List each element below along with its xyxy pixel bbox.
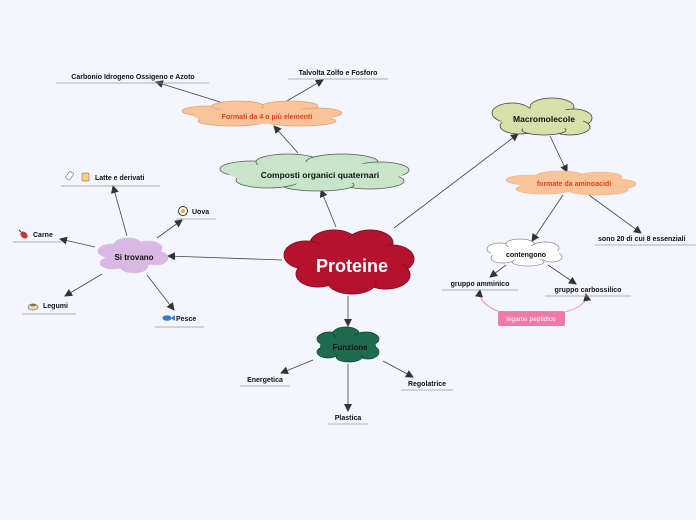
- formati-label: Formati da 4 o più elementi: [222, 114, 313, 121]
- connector-sitrovano-legumi: [64, 273, 103, 297]
- central-label: Proteine: [316, 256, 388, 276]
- funzione-label: Funzione: [332, 343, 368, 352]
- connector-formate-sono20: [588, 194, 642, 234]
- carbonio-label: Carbonio Idrogeno Ossigeno e Azoto: [71, 74, 194, 81]
- egg-icon: [178, 206, 188, 216]
- formati-node[interactable]: Formati da 4 o più elementi: [181, 100, 343, 127]
- fish-icon: [162, 315, 175, 321]
- connector-proteine-composti: [319, 189, 337, 228]
- carbossilico-node[interactable]: gruppo carbossilico: [545, 287, 631, 297]
- contengono-label: contengono: [506, 252, 546, 259]
- legame-node[interactable]: legame peptidico: [498, 311, 565, 326]
- amminico-node[interactable]: gruppo amminico: [442, 281, 518, 291]
- legumes-icon: [27, 303, 39, 311]
- connector-sitrovano-carne: [59, 236, 96, 248]
- talvolta-node[interactable]: Talvolta Zolfo e Fosforo: [288, 70, 388, 80]
- uova-label: Uova: [192, 209, 209, 216]
- connector-formati-talvolta: [284, 79, 324, 103]
- connector-legame-amminico: [475, 289, 501, 313]
- meat-icon: [18, 229, 28, 239]
- connector-formate-contengono: [531, 194, 564, 242]
- legumi-label: Legumi: [43, 303, 68, 310]
- formate-node[interactable]: formate da aminoacidi: [505, 170, 637, 196]
- plastica-label: Plastica: [335, 415, 362, 422]
- sitrovano-node[interactable]: Si trovano: [97, 237, 169, 274]
- composti-node[interactable]: Composti organici quaternari: [219, 153, 410, 192]
- legumi-node[interactable]: Legumi: [22, 303, 76, 315]
- connector-legame-carbossilico: [564, 293, 592, 313]
- amminico-label: gruppo amminico: [451, 281, 510, 288]
- pesce-label: Pesce: [176, 316, 196, 323]
- connector-sitrovano-latte: [111, 185, 128, 237]
- sitrovano-label: Si trovano: [114, 253, 153, 262]
- connector-proteine-macromolecole: [393, 133, 519, 229]
- connector-funzione-regolatrice: [382, 360, 414, 378]
- carne-label: Carne: [33, 232, 53, 239]
- latte-label: Latte e derivati: [95, 175, 144, 182]
- contengono-node[interactable]: contengono: [486, 238, 563, 267]
- macromolecole-node[interactable]: Macromolecole: [491, 97, 593, 136]
- carbossilico-label: gruppo carbossilico: [555, 287, 622, 294]
- legame-label: legame peptidico: [506, 316, 556, 323]
- sono20-node[interactable]: sono 20 di cui 8 essenziali: [595, 236, 696, 246]
- regolatrice-node[interactable]: Regolatrice: [401, 381, 453, 391]
- milk-icon: [65, 171, 90, 182]
- plastica-node[interactable]: Plastica: [328, 415, 368, 425]
- connector-contengono-carbossilico: [547, 264, 577, 285]
- talvolta-label: Talvolta Zolfo e Fosforo: [299, 70, 378, 77]
- legame-badge: [498, 311, 565, 326]
- connector-funzione-energetica: [280, 359, 314, 375]
- carbonio-node[interactable]: Carbonio Idrogeno Ossigeno e Azoto: [56, 74, 209, 84]
- carne-node[interactable]: Carne: [13, 229, 62, 243]
- connector-sitrovano-pesce: [146, 274, 175, 311]
- connector-composti-formati: [273, 125, 299, 154]
- connector-macromolecole-formate: [549, 135, 568, 173]
- connector-proteine-sitrovano: [167, 252, 283, 261]
- connector-contengono-amminico: [489, 264, 507, 278]
- funzione-node[interactable]: Funzione: [316, 326, 380, 363]
- energetica-node[interactable]: Energetica: [240, 377, 290, 387]
- formate-label: formate da aminoacidi: [537, 181, 611, 188]
- composti-label: Composti organici quaternari: [261, 170, 380, 180]
- latte-node[interactable]: Latte e derivati: [61, 171, 160, 187]
- energetica-label: Energetica: [247, 377, 283, 384]
- regolatrice-label: Regolatrice: [408, 381, 446, 388]
- macromolecole-label: Macromolecole: [513, 114, 575, 124]
- connector-formati-carbonio: [155, 80, 221, 103]
- sono20-label: sono 20 di cui 8 essenziali: [598, 236, 686, 243]
- connectors: [59, 79, 642, 412]
- pesce-node[interactable]: Pesce: [155, 315, 204, 328]
- connector-sitrovano-uova: [156, 219, 183, 239]
- central-node[interactable]: Proteine: [283, 229, 415, 295]
- uova-node[interactable]: Uova: [176, 206, 216, 220]
